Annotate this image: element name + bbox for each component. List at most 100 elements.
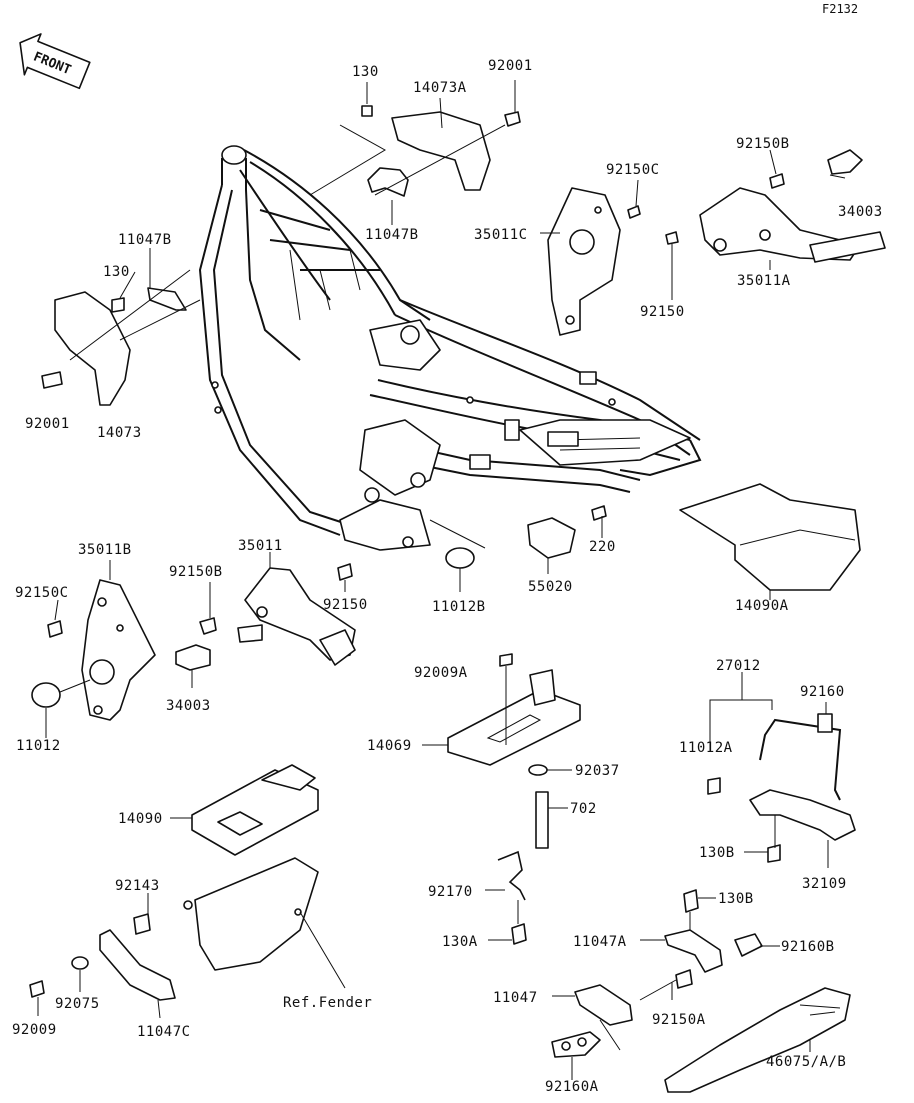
bolt-130B-a-icon (767, 844, 781, 863)
label-14090A: 14090A (735, 598, 789, 614)
bracket-35011 (175, 552, 356, 688)
bottom-right-group (551, 889, 851, 1093)
label-92150A: 92150A (652, 1012, 706, 1028)
fender-label: Ref.Fender (283, 995, 372, 1011)
label-35011B: 35011B (78, 542, 132, 558)
fender-bracket-group (29, 857, 346, 1019)
bolt-92150C-top-icon (627, 205, 641, 219)
cover-14073-icon (54, 291, 131, 406)
label-11047C: 11047C (137, 1024, 191, 1040)
label-92150B-top: 92150B (736, 136, 790, 152)
label-702: 702 (570, 801, 597, 817)
label-130-left: 130 (103, 264, 130, 280)
label-92037: 92037 (575, 763, 620, 779)
grommet-11012-icon (31, 682, 61, 708)
label-35011C: 35011C (474, 227, 528, 243)
label-11012A: 11012A (679, 740, 733, 756)
label-92160B: 92160B (781, 939, 835, 955)
fender-bracket-icon (194, 857, 319, 971)
label-14073A: 14073A (413, 80, 467, 96)
pivot-34003-top-icon (827, 149, 863, 175)
bolt-130B-b-icon (683, 889, 699, 913)
label-34003-mid: 34003 (166, 698, 211, 714)
bolt-92001-left-icon (41, 371, 63, 389)
bracket-35011A (665, 149, 886, 300)
front-arrow-icon: FRONT (19, 33, 91, 90)
plate-35011C (540, 179, 641, 336)
label-35011A: 35011A (737, 273, 791, 289)
clip-92037-icon (528, 764, 548, 776)
label-92160A: 92160A (545, 1079, 599, 1095)
label-14069: 14069 (367, 738, 412, 754)
spacer-92143-icon (133, 913, 151, 935)
bolt-130-top-icon (361, 105, 373, 117)
label-92150C-left: 92150C (15, 585, 69, 601)
label-32109: 32109 (802, 876, 847, 892)
label-27012: 27012 (716, 658, 761, 674)
label-92150B-mid: 92150B (169, 564, 223, 580)
label-11012B: 11012B (432, 599, 486, 615)
tray-14090-icon (191, 769, 319, 856)
label-92150-top: 92150 (640, 304, 685, 320)
bolt-130A-icon (511, 923, 527, 945)
diagram-code: F2132 (822, 2, 858, 16)
grommet-11012A-icon (707, 777, 721, 795)
label-34003-top: 34003 (838, 204, 883, 220)
top-bracket-group (309, 80, 521, 225)
bolt-92150A-icon (675, 969, 693, 989)
fender-46075-icon (664, 987, 851, 1093)
bracket-11047B-top-icon (367, 167, 409, 197)
bolt-92009-icon (29, 980, 45, 998)
bracket-32109-icon (749, 789, 856, 841)
pin-702-icon (535, 791, 549, 849)
bolt-92150B-top-icon (769, 173, 785, 189)
label-92150C-top: 92150C (606, 162, 660, 178)
main-frame (198, 145, 702, 551)
bracket-11047B-left-icon (147, 287, 187, 311)
label-11047B-left: 11047B (118, 232, 172, 248)
label-11012: 11012 (16, 738, 61, 754)
cap-55020-icon (527, 517, 576, 559)
label-14073: 14073 (97, 425, 142, 441)
label-46075: 46075/A/B (766, 1054, 846, 1070)
label-92009A: 92009A (414, 665, 468, 681)
bracket-11047A-icon (664, 929, 723, 973)
label-14090: 14090 (118, 811, 163, 827)
label-220: 220 (589, 539, 616, 555)
label-92160: 92160 (800, 684, 845, 700)
clip-92170-icon (497, 850, 526, 901)
label-92170: 92170 (428, 884, 473, 900)
label-11047: 11047 (493, 990, 538, 1006)
collar-92075-icon (71, 956, 89, 970)
bolt-92001-top-icon (504, 111, 521, 127)
clip-92170-group (485, 850, 527, 945)
bracket-11047-icon (574, 984, 633, 1026)
bolt-92150-mid-icon (337, 563, 353, 581)
label-130B-a: 130B (699, 845, 735, 861)
label-35011: 35011 (238, 538, 283, 554)
hose-27012-icon (759, 718, 842, 801)
label-11047B-top: 11047B (365, 227, 419, 243)
clamp-92160A-icon (551, 1031, 601, 1058)
label-92075: 92075 (55, 996, 100, 1012)
center-right-group (429, 483, 861, 600)
label-130-top: 130 (352, 64, 379, 80)
label-92150-mid: 92150 (323, 597, 368, 613)
label-92143: 92143 (115, 878, 160, 894)
grommet-11012B-icon (445, 547, 475, 569)
pivot-34003-mid-icon (175, 644, 211, 671)
bracket-11047C-icon (99, 929, 176, 1001)
bolt-92009A-icon (499, 653, 513, 667)
bolt-130-left-icon (111, 297, 125, 313)
label-55020: 55020 (528, 579, 573, 595)
bolt-92150C-left-icon (47, 620, 63, 638)
bolt-92150-top-icon (665, 231, 679, 245)
label-92001-top: 92001 (488, 58, 533, 74)
label-92009: 92009 (12, 1022, 57, 1038)
label-130B-b: 130B (718, 891, 754, 907)
hose-92160-icon (817, 713, 833, 733)
clamp-92160B-icon (734, 933, 763, 957)
hose-27012-group (707, 672, 856, 868)
left-cover-group (41, 248, 201, 406)
